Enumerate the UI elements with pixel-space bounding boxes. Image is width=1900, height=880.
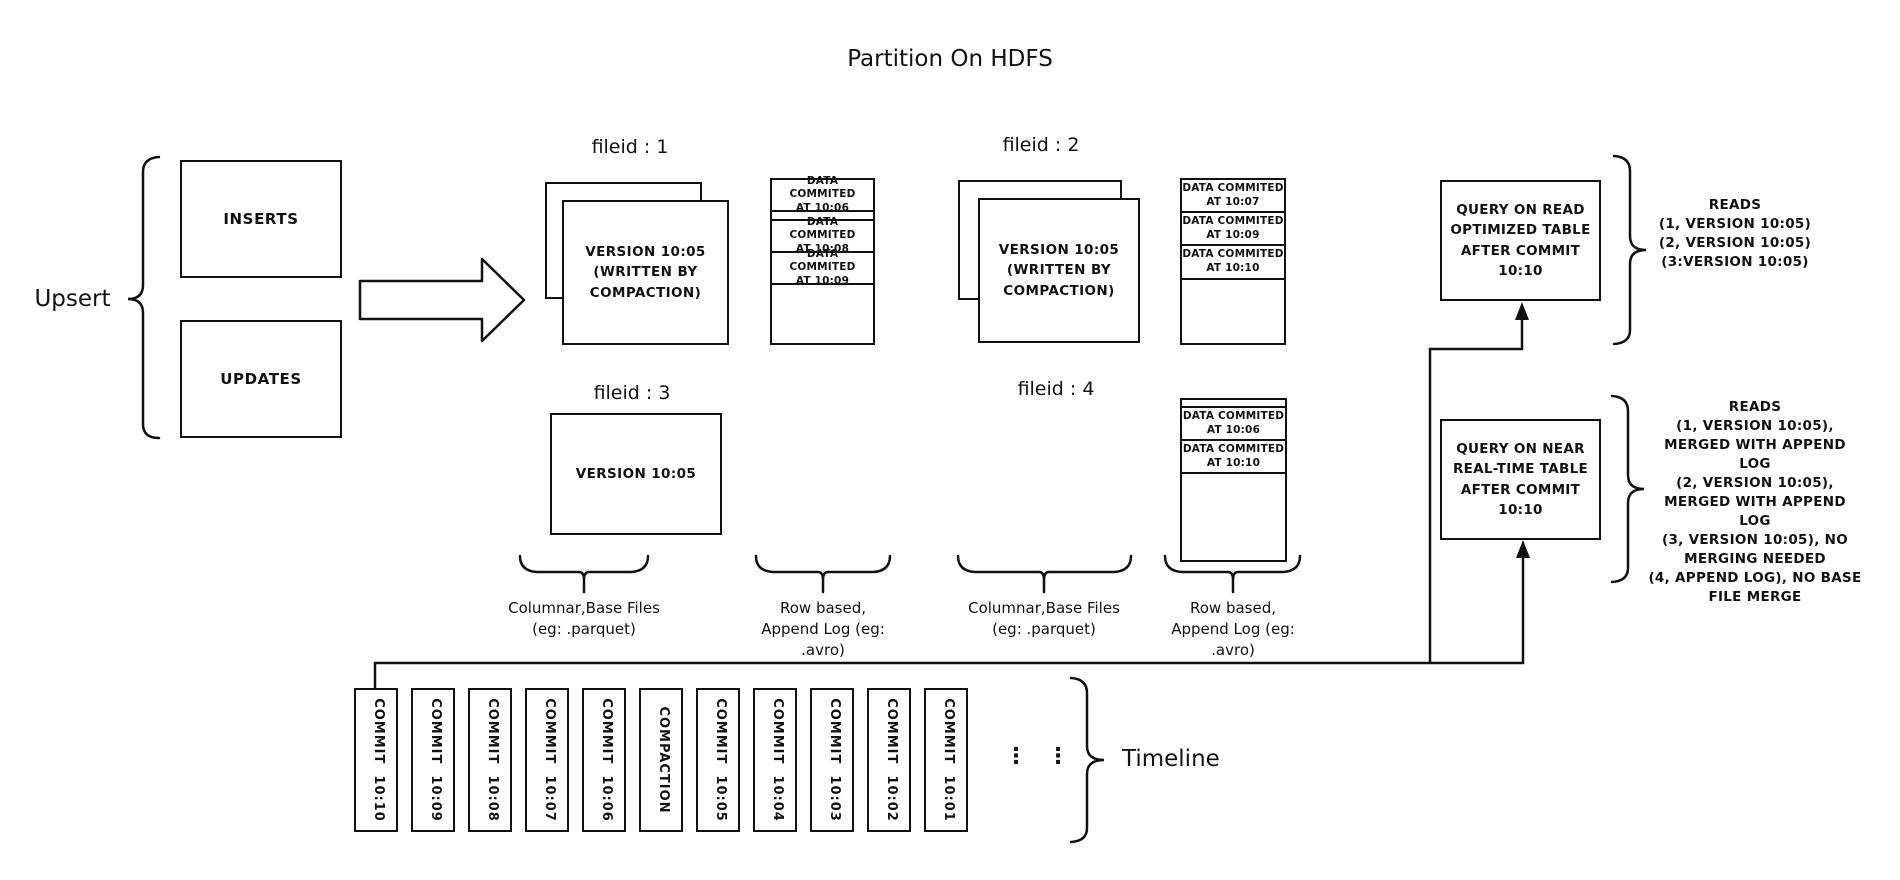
timeline-commit-10-06: COMMIT 10:06	[582, 688, 626, 832]
append-log-row: DATA COMMITED AT 10:09	[772, 248, 873, 287]
append-log-gap-row	[1182, 400, 1285, 408]
append-log-empty	[772, 285, 873, 343]
timeline-commit-10-04: COMMIT 10:04	[753, 688, 797, 832]
column-label-rowbased-1: Row based, Append Log (eg: .avro)	[761, 599, 885, 659]
append-log-row: DATA COMMITED AT 10:07	[1182, 180, 1284, 213]
timeline-commit-10-07: COMMIT 10:07	[525, 688, 569, 832]
reads-brace-near-real-time	[1610, 394, 1645, 584]
updates-label: UPDATES	[220, 370, 302, 388]
arrowhead-read-optimized	[1515, 302, 1529, 320]
upsert-brace	[127, 155, 161, 440]
reads-brace-read-optimized	[1612, 154, 1647, 346]
append-log-row: DATA COMMITED AT 10:08	[772, 216, 873, 255]
fileid-3-base-file: VERSION 10:05	[550, 413, 722, 535]
query-near-real-time-box: QUERY ON NEAR REAL-TIME TABLE AFTER COMM…	[1440, 419, 1601, 540]
append-log-empty	[1182, 280, 1284, 343]
base-file-text: (WRITTEN BY	[1006, 262, 1112, 279]
fileid-2-label: fileid : 2	[1002, 134, 1080, 156]
underbrace-columnar-2	[956, 554, 1133, 594]
timeline-commit-10-02: COMMIT 10:02	[867, 688, 911, 832]
query-read-optimized-box: QUERY ON READ OPTIMIZED TABLE AFTER COMM…	[1440, 180, 1601, 301]
append-log-row: DATA COMMITED AT 10:09	[1182, 213, 1284, 246]
timeline-commit-10-03: COMMIT 10:03	[810, 688, 854, 832]
timeline-commit-10-09: COMMIT 10:09	[411, 688, 455, 832]
base-file-text: VERSION 10:05	[585, 244, 706, 261]
reads-read-optimized: READS (1, VERSION 10:05) (2, VERSION 10:…	[1658, 197, 1812, 270]
timeline-ellipsis: ⋮	[1005, 744, 1027, 769]
append-log-row: DATA COMMITED AT 10:10	[1182, 441, 1285, 474]
arrowhead-near-real-time	[1516, 540, 1530, 558]
append-log-gap-row	[772, 212, 873, 221]
append-log-empty	[1182, 474, 1285, 560]
fileid-2-base-file: VERSION 10:05 (WRITTEN BY COMPACTION)	[978, 198, 1140, 343]
commit-arrow-label: Commit 10:10	[363, 289, 479, 308]
timeline-label: Timeline	[1122, 746, 1220, 772]
upsert-label: Upsert	[34, 286, 111, 312]
timeline-commit-10-08: COMMIT 10:08	[468, 688, 512, 832]
timeline-compaction: COMPACTION	[639, 688, 683, 832]
timeline-brace	[1069, 676, 1105, 844]
column-label-rowbased-2: Row based, Append Log (eg: .avro)	[1171, 599, 1295, 659]
timeline-commit-10-01: COMMIT 10:01	[924, 688, 968, 832]
timeline-commit-10-05: COMMIT 10:05	[696, 688, 740, 832]
page-title: Partition On HDFS	[847, 46, 1053, 72]
append-log-row: DATA COMMITED AT 10:06	[772, 175, 873, 214]
fileid-1-append-log: DATA COMMITED AT 10:06 DATA COMMITED AT …	[770, 175, 875, 345]
inserts-label: INSERTS	[223, 210, 299, 228]
append-log-row: DATA COMMITED AT 10:06	[1182, 408, 1285, 441]
column-label-columnar-1: Columnar,Base Files (eg: .parquet)	[508, 599, 660, 638]
timeline-commit-10-10: COMMIT 10:10	[354, 688, 398, 832]
reads-near-real-time: READS (1, VERSION 10:05), MERGED WITH AP…	[1648, 399, 1862, 605]
fileid-1-label: fileid : 1	[591, 136, 669, 158]
base-file-text: COMPACTION)	[589, 284, 702, 301]
base-file-text: (WRITTEN BY	[593, 264, 698, 281]
underbrace-rowbased-1	[754, 554, 892, 594]
fileid-3-label: fileid : 3	[593, 382, 671, 404]
column-label-columnar-2: Columnar,Base Files (eg: .parquet)	[968, 599, 1120, 638]
append-log-row: DATA COMMITED AT 10:10	[1182, 246, 1284, 280]
fileid-4-append-log: DATA COMMITED AT 10:06 DATA COMMITED AT …	[1180, 398, 1287, 562]
base-file-text: VERSION 10:05	[575, 465, 697, 482]
inserts-box: INSERTS	[180, 160, 342, 278]
base-file-text: VERSION 10:05	[998, 242, 1120, 259]
fileid-2-append-log: DATA COMMITED AT 10:07 DATA COMMITED AT …	[1180, 178, 1286, 345]
base-file-text: COMPACTION)	[1003, 282, 1115, 299]
underbrace-columnar-1	[518, 554, 650, 594]
updates-box: UPDATES	[180, 320, 342, 438]
fileid-1-base-file: VERSION 10:05 (WRITTEN BY COMPACTION)	[562, 200, 729, 345]
timeline-ellipsis: ⋮	[1047, 744, 1069, 769]
fileid-4-label: fileid : 4	[1017, 378, 1095, 400]
